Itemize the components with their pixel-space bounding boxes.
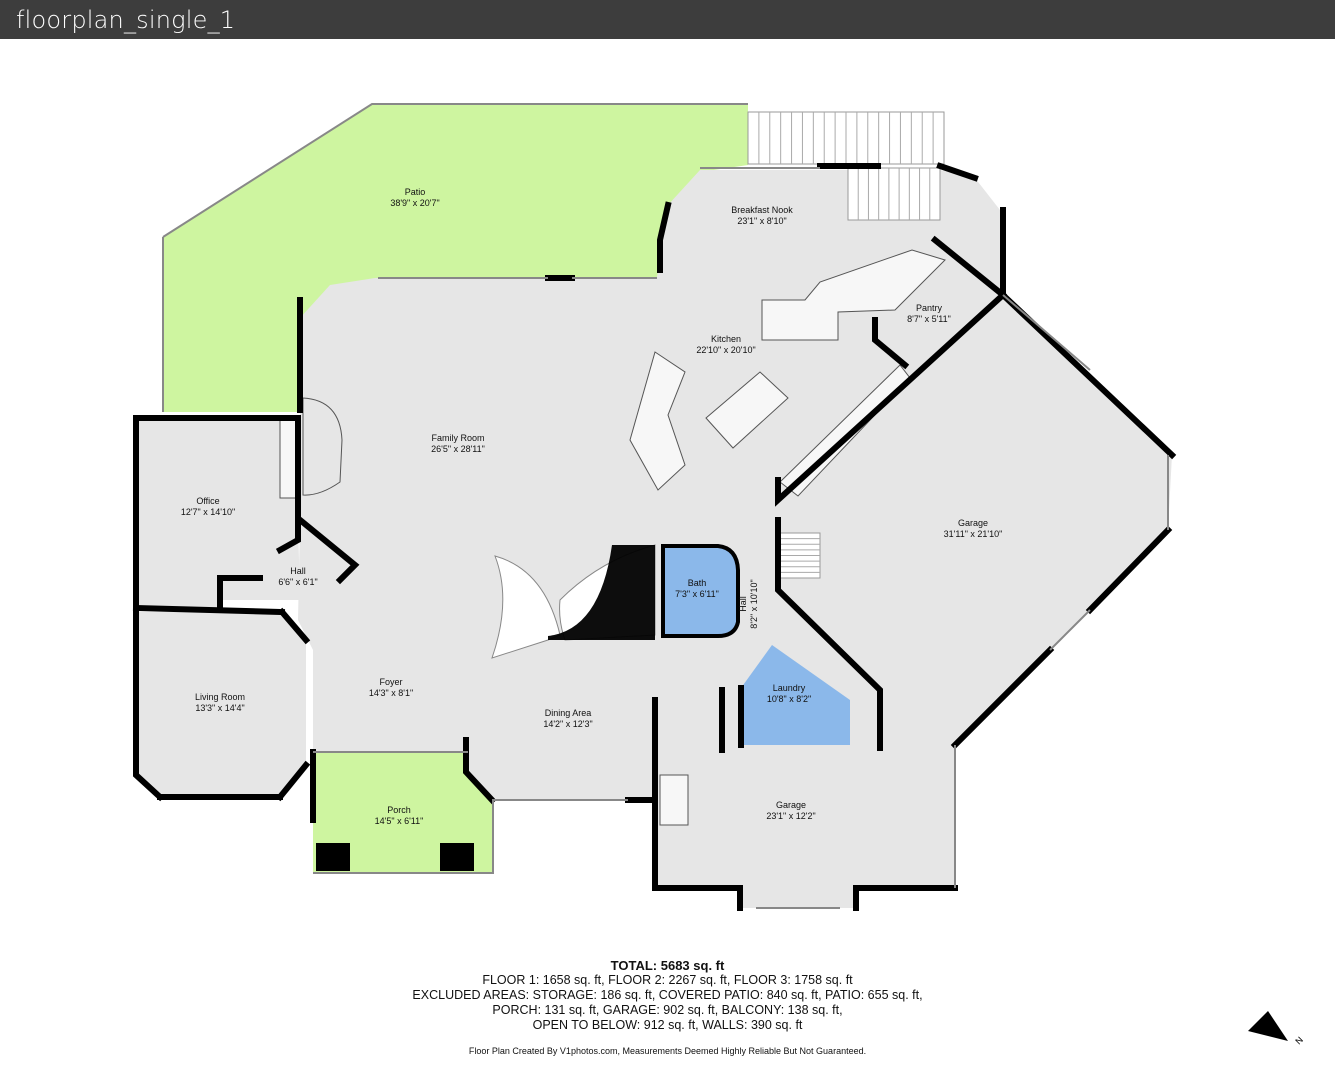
room-name-dining: Dining Area [545, 708, 592, 718]
kitchen-fixtures [279, 249, 946, 826]
summary-line-2: EXCLUDED AREAS: STORAGE: 186 sq. ft, COV… [412, 988, 923, 1002]
bath-floor [661, 544, 740, 638]
room-name-nook: Breakfast Nook [731, 205, 793, 215]
north-arrow-icon: N [1248, 1011, 1305, 1047]
windows [162, 103, 1169, 909]
main-floor [298, 170, 1172, 908]
area-summary: TOTAL: 5683 sq. ft FLOOR 1: 1658 sq. ft,… [0, 958, 1335, 1033]
summary-line-1: FLOOR 1: 1658 sq. ft, FLOOR 2: 2267 sq. … [482, 973, 853, 987]
room-name-garage1: Garage [958, 518, 988, 528]
porch-area [313, 752, 493, 873]
room-name-hallw: Hall [290, 566, 306, 576]
room-name-garage2: Garage [776, 800, 806, 810]
room-dims-family: 26'5" x 28'11" [431, 444, 485, 454]
patio-area [163, 104, 748, 412]
fireplace [302, 397, 343, 496]
room-dims-patio: 38'9" x 20'7" [390, 198, 439, 208]
stair-wall [548, 545, 655, 640]
laundry-floor [741, 645, 850, 745]
room-dims-kitchen: 22'10" x 20'10" [696, 345, 755, 355]
room-dims-laundry: 10'8" x 8'2" [767, 694, 811, 704]
summary-line-3: PORCH: 131 sq. ft, GARAGE: 902 sq. ft, B… [492, 1003, 843, 1017]
room-dims-nook: 23'1" x 8'10" [737, 216, 786, 226]
disclaimer: Floor Plan Created By V1photos.com, Meas… [468, 1046, 867, 1056]
room-name-family: Family Room [431, 433, 484, 443]
room-dims-living: 13'3" x 14'4" [195, 703, 244, 713]
window-title: floorplan_single_1 [16, 6, 236, 34]
room-name-bath: Bath [688, 578, 707, 588]
north-label: N [1293, 1035, 1305, 1047]
room-name-foyer: Foyer [379, 677, 402, 687]
room-name-laundry: Laundry [773, 683, 806, 693]
room-name-office: Office [196, 496, 219, 506]
room-dims-bath: 7'3" x 6'11" [675, 589, 719, 599]
total-area: TOTAL: 5683 sq. ft [610, 958, 725, 973]
room-name-kitchen: Kitchen [711, 334, 741, 344]
room-dims-dining: 14'2" x 12'3" [543, 719, 592, 729]
walls [132, 162, 1177, 911]
office-floor [136, 418, 300, 608]
porch-column-left [316, 843, 350, 871]
room-dims-pantry: 8'7" x 5'11" [907, 314, 951, 324]
room-name-halle: Hall [738, 596, 748, 612]
room-name-patio: Patio [405, 187, 426, 197]
room-dims-halle: 8'2" x 10'10" [749, 579, 759, 628]
stairs-north-treads [758, 112, 934, 573]
room-name-pantry: Pantry [916, 303, 943, 313]
room-name-porch: Porch [387, 805, 411, 815]
living-floor [136, 612, 306, 797]
title-bar: floorplan_single_1 [0, 0, 1335, 39]
room-dims-foyer: 14'3" x 8'1" [369, 688, 413, 698]
room-name-living: Living Room [195, 692, 245, 702]
room-dims-office: 12'7" x 14'10" [181, 507, 235, 517]
room-dims-garage2: 23'1" x 12'2" [766, 811, 815, 821]
summary-line-4: OPEN TO BELOW: 912 sq. ft, WALLS: 390 sq… [532, 1018, 803, 1032]
room-dims-porch: 14'5" x 6'11" [375, 816, 424, 826]
room-dims-hallw: 6'6" x 6'1" [278, 577, 317, 587]
porch-column-right [440, 843, 474, 871]
room-dims-garage1: 31'11" x 21'10" [944, 529, 1003, 539]
